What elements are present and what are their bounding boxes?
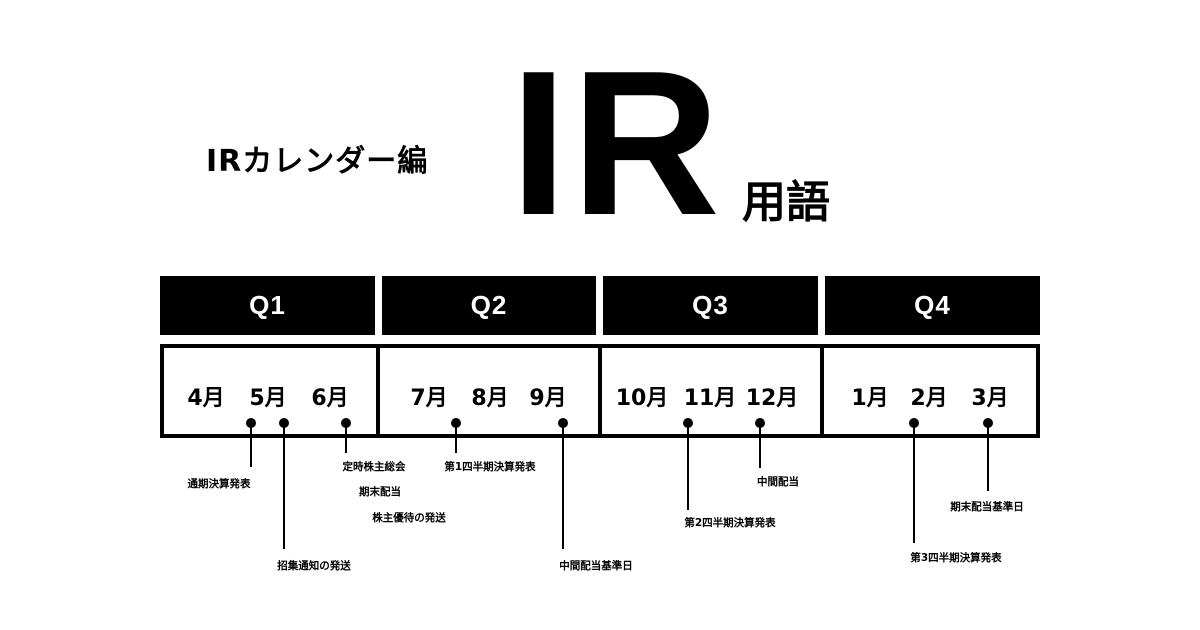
event-connector [345, 423, 347, 453]
title-suffix: 用語 [742, 177, 830, 228]
quarter-divider [598, 344, 602, 438]
quarter-header-q2: Q2 [382, 276, 596, 335]
month-label: 11月 [683, 386, 737, 411]
quarter-header-q4: Q4 [825, 276, 1040, 335]
event-connector [987, 423, 989, 491]
month-label: 2月 [910, 386, 948, 411]
page-title: IR [510, 28, 724, 258]
quarter-header-q1: Q1 [160, 276, 375, 335]
event-connector [759, 423, 761, 468]
quarter-header-q3: Q3 [603, 276, 818, 335]
event-label: 中間配当基準日 [559, 560, 633, 572]
quarter-divider [376, 344, 380, 438]
event-label: 第3四半期決算発表 [910, 552, 1002, 564]
event-label: 株主優待の発送 [372, 512, 446, 524]
event-connector [250, 423, 252, 467]
event-label: 第2四半期決算発表 [684, 517, 776, 529]
event-connector [455, 423, 457, 453]
event-connector [687, 423, 689, 510]
event-label: 期末配当基準日 [950, 501, 1024, 513]
subtitle: IRカレンダー編 [206, 144, 429, 179]
event-connector [913, 423, 915, 543]
event-label: 招集通知の発送 [277, 560, 351, 572]
event-connector [283, 423, 285, 549]
month-label: 6月 [311, 386, 349, 411]
event-label: 期末配当 [359, 486, 401, 498]
event-label: 第1四半期決算発表 [444, 461, 536, 473]
month-label: 1月 [851, 386, 889, 411]
event-label: 中間配当 [757, 476, 799, 488]
month-label: 10月 [615, 386, 669, 411]
event-label: 定時株主総会 [342, 461, 406, 473]
month-label: 5月 [249, 386, 287, 411]
month-label: 9月 [529, 386, 567, 411]
month-label: 8月 [471, 386, 509, 411]
month-label: 7月 [410, 386, 448, 411]
month-label: 3月 [971, 386, 1009, 411]
month-label: 12月 [745, 386, 799, 411]
event-label: 通期決算発表 [187, 478, 251, 490]
quarter-divider [820, 344, 824, 438]
event-connector [562, 423, 564, 549]
month-label: 4月 [187, 386, 225, 411]
